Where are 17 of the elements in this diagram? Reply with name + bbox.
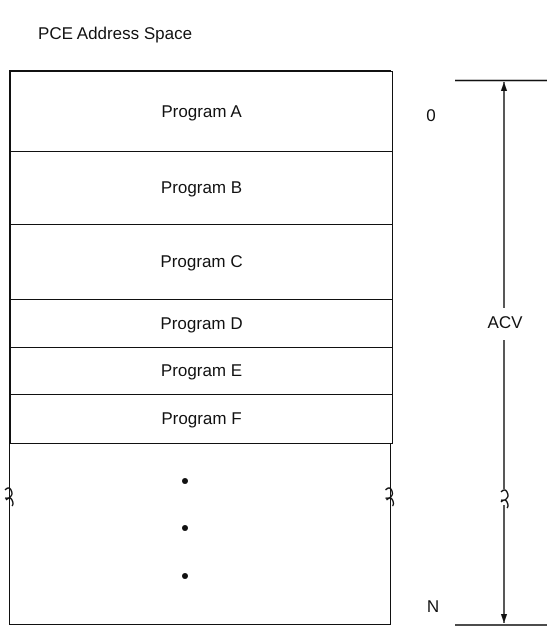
memory-map-frame [9, 70, 391, 625]
program-block [10, 150, 393, 226]
program-block [10, 394, 393, 444]
program-block [10, 299, 393, 348]
program-name: Program C [160, 252, 243, 272]
program-block [10, 347, 393, 396]
program-name: Program A [161, 102, 242, 122]
diagram-title: PCE Address Space [38, 24, 192, 44]
program-block [10, 71, 393, 152]
program-name: Program E [160, 361, 242, 382]
dimension-label: ACV [488, 313, 522, 333]
dimension-label: N [426, 597, 440, 617]
program-block [10, 224, 393, 300]
program-name: Program F [161, 408, 242, 429]
program-name: Program D [160, 314, 243, 334]
dimension-label: 0 [426, 106, 436, 126]
program-name: Program B [160, 178, 242, 198]
